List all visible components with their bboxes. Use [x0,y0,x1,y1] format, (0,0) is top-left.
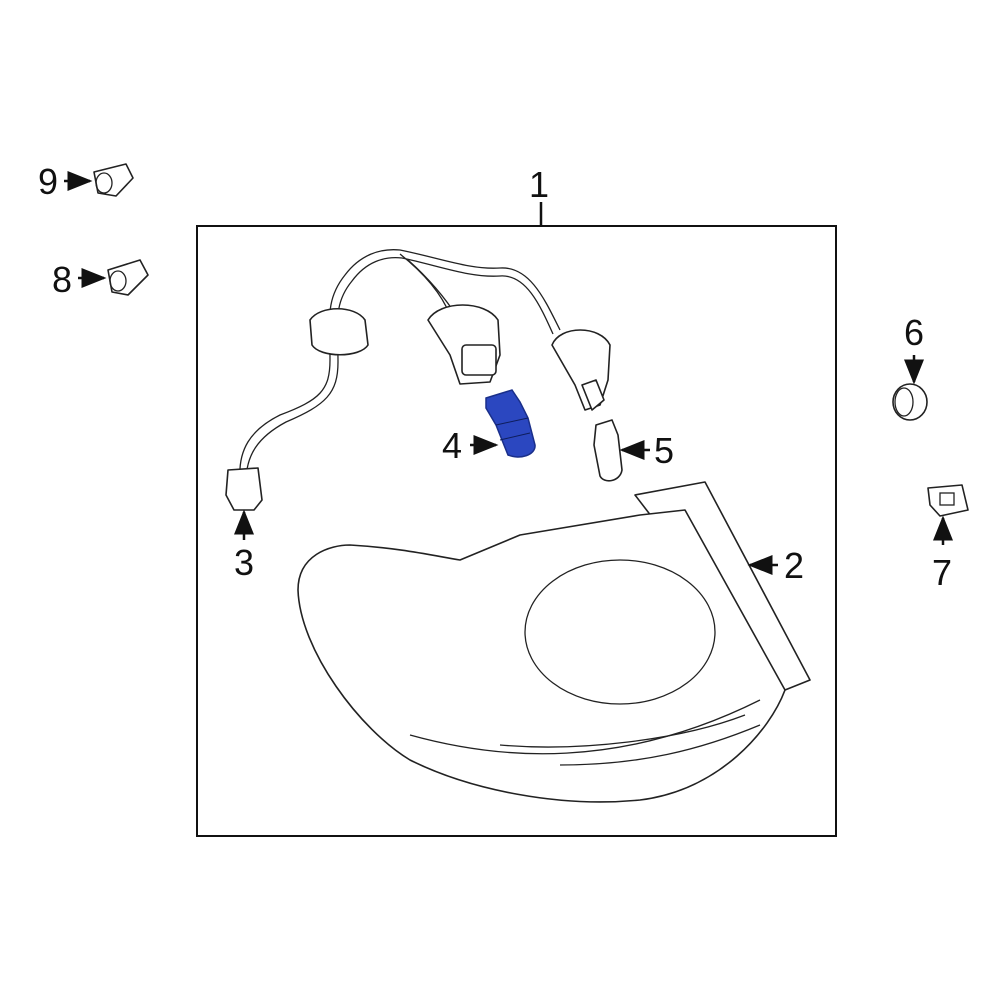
tail-lamp-lens-part-2[interactable] [297,481,811,803]
callout-8[interactable]: 8 [52,259,72,300]
callout-6[interactable]: 6 [904,312,924,353]
callout-7[interactable]: 7 [932,552,952,593]
bulb-part-4[interactable] [485,389,536,458]
callout-9[interactable]: 9 [38,161,58,202]
callout-2[interactable]: 2 [784,545,804,586]
nut-part-8[interactable] [107,259,149,296]
callout-5[interactable]: 5 [654,430,674,471]
callout-4[interactable]: 4 [442,425,462,466]
wiring-harness[interactable] [225,249,611,511]
nut-part-9[interactable] [93,163,134,197]
callout-3[interactable]: 3 [234,542,254,583]
clip-part-7[interactable] [927,484,969,517]
assembly-box [196,225,837,837]
bulb-part-5[interactable] [593,419,623,482]
grommet-part-6[interactable] [892,383,928,421]
callout-1[interactable]: 1 [529,164,549,205]
